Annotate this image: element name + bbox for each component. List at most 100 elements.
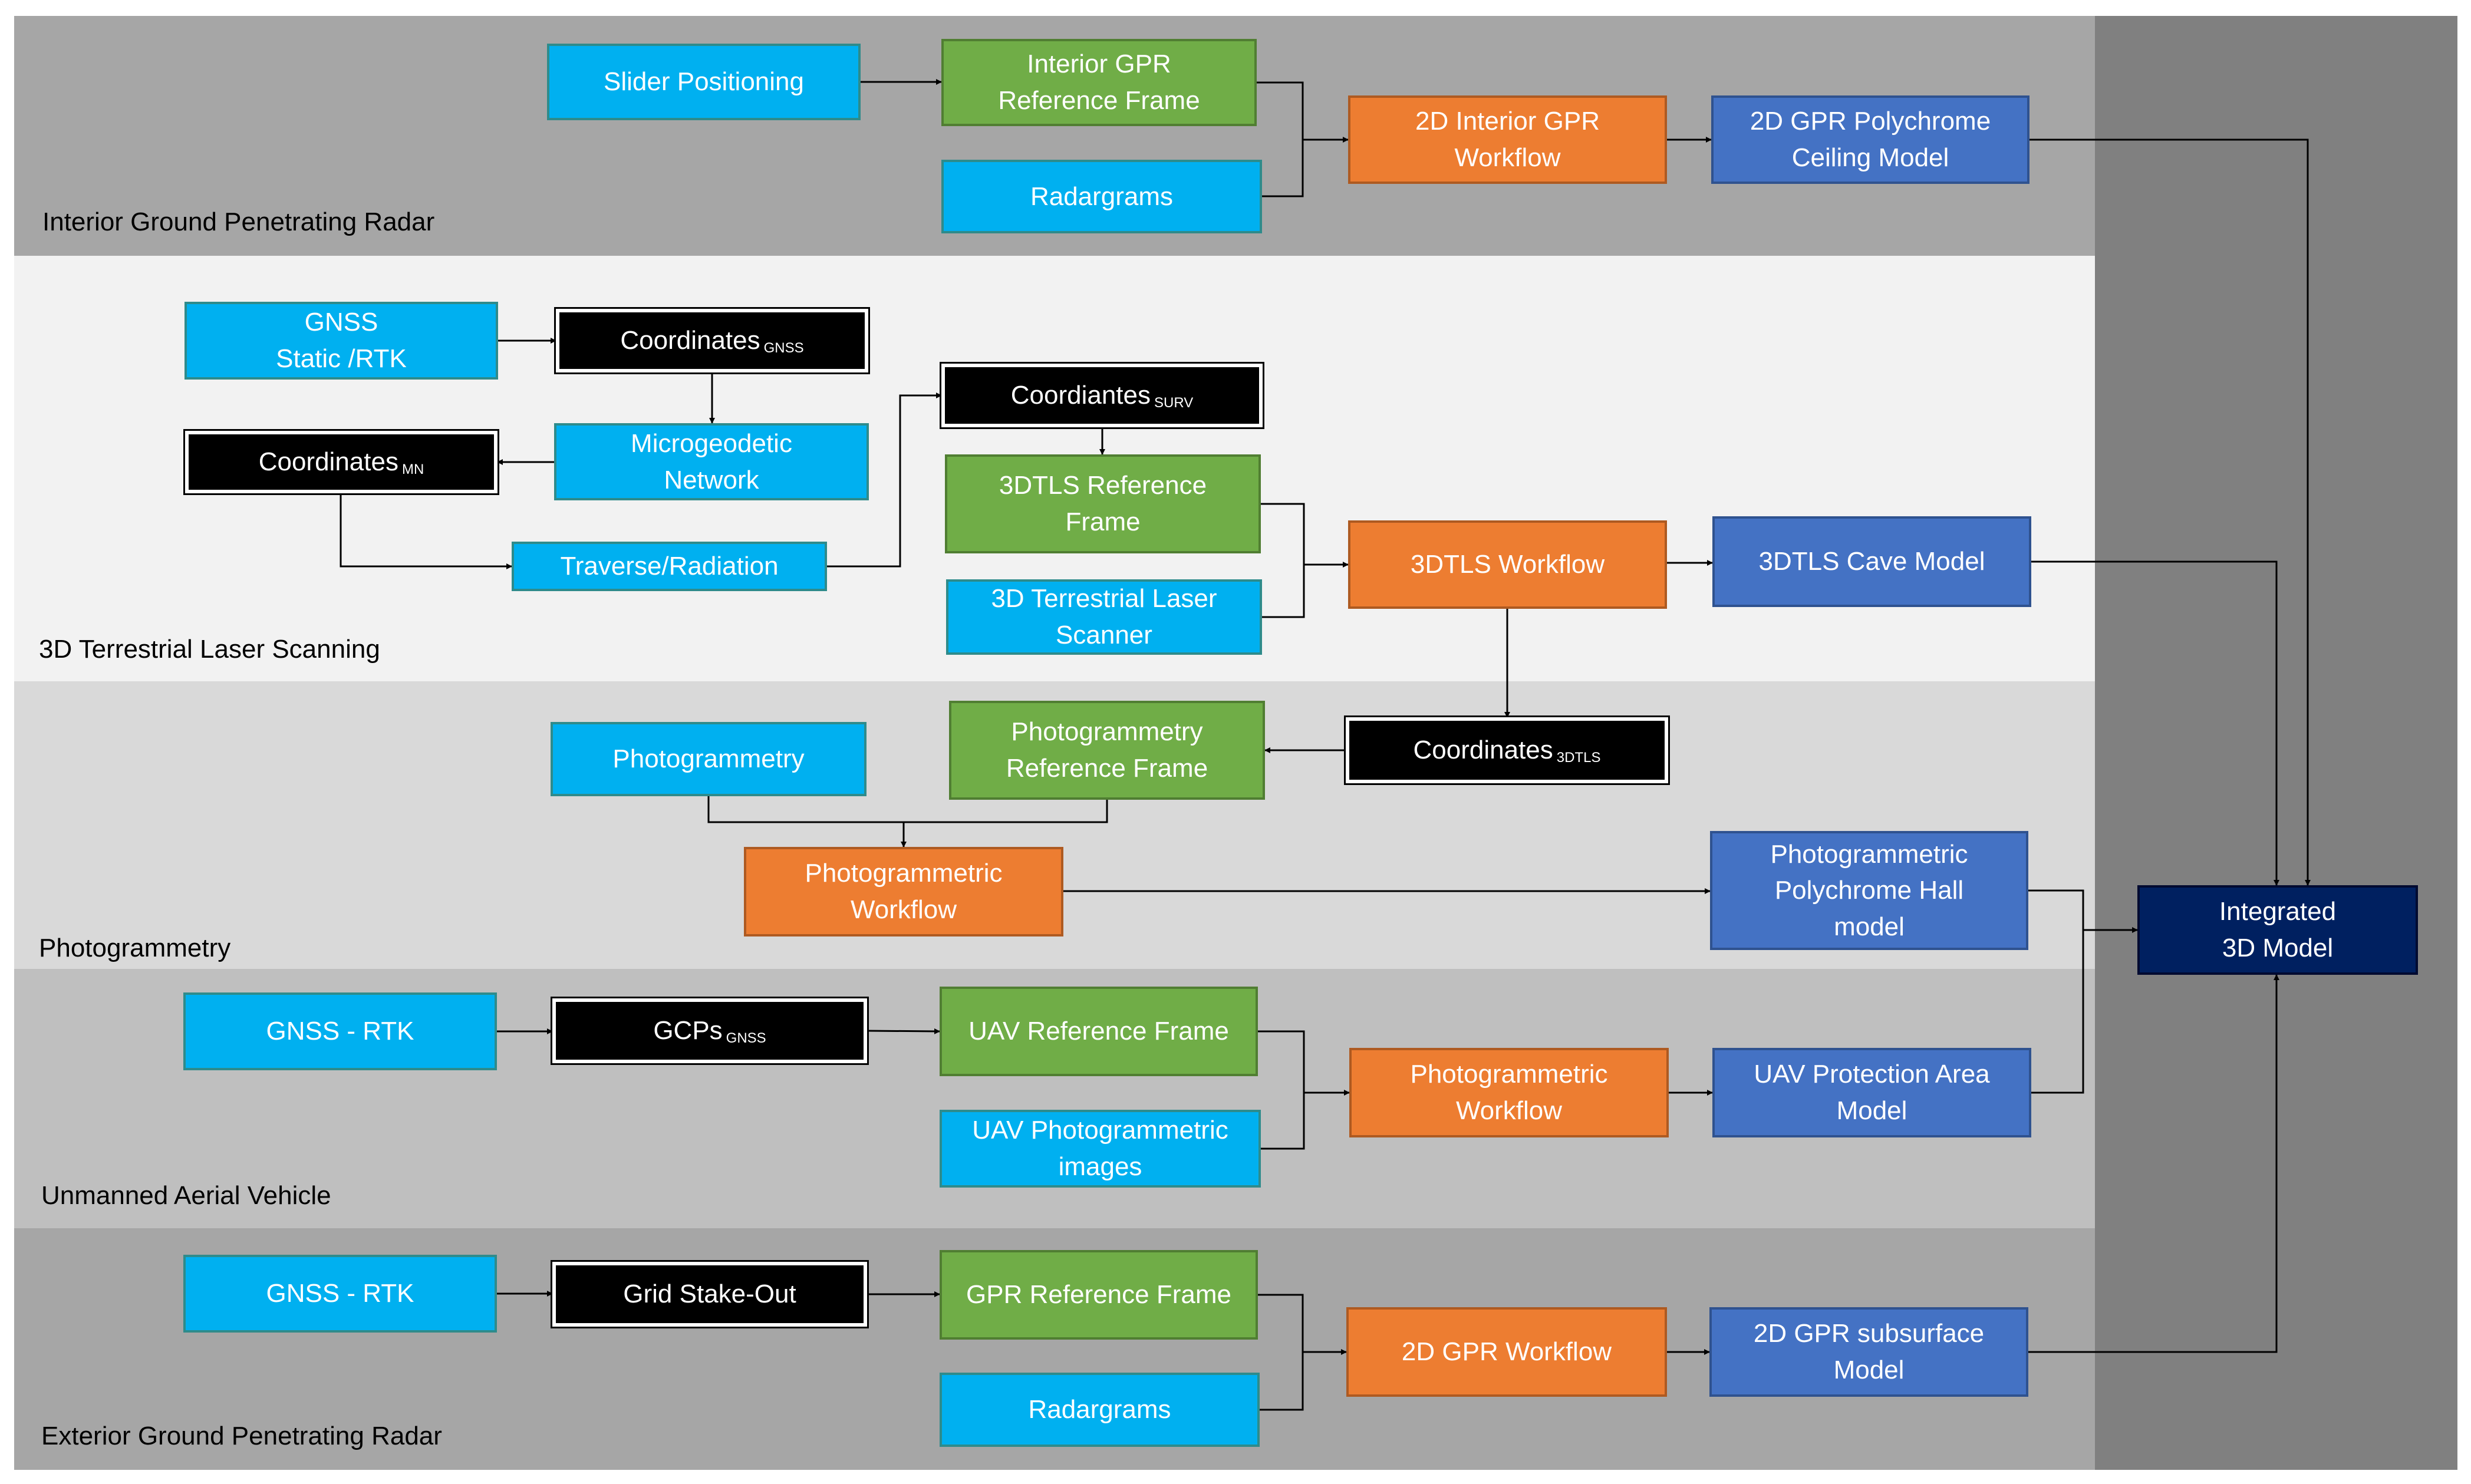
edge-tls_cave_model-to-integrated_model (2031, 560, 2279, 886)
edge-tls_scanner-to-tls_workflow (1262, 565, 1305, 618)
node-label-line: Radargrams (1030, 182, 1174, 211)
edge-gpr_ref-to-gpr_workflow (1258, 1294, 1347, 1355)
node-uav-photogrammetric-images: UAV Photogrammetric images (940, 1110, 1261, 1188)
node-label-line: Photogrammetric (1770, 839, 1968, 869)
node-traverse-radiation: Traverse/Radiation (512, 542, 827, 591)
node-label-text: Coordinates (258, 447, 398, 477)
edge-uav_images-to-uav_workflow (1261, 1093, 1305, 1150)
node-radargrams-exterior: Radargrams (940, 1373, 1260, 1447)
band-label-igpr: Interior Ground Penetrating Radar (42, 207, 435, 236)
node-label-line: Model (1836, 1096, 1907, 1125)
node-label-line: Reference Frame (1006, 754, 1208, 783)
node-grid-stake-out: Grid Stake-Out (551, 1260, 869, 1328)
node-label-line: Static /RTK (276, 344, 407, 373)
node-label-line: 3DTLS Workflow (1410, 550, 1605, 579)
node-2d-interior-gpr-workflow: 2D Interior GPR Workflow (1348, 95, 1667, 184)
node-label-line: 3DTLS Reference (999, 471, 1207, 500)
band-label-egpr: Exterior Ground Penetrating Radar (41, 1422, 442, 1450)
edge-interior_gpr_ref-to-wf_2d_interior_gpr (1257, 81, 1349, 143)
node-gnss-rtk-uav: GNSS - RTK (183, 992, 497, 1070)
node-label-line: Integrated (2219, 897, 2337, 926)
node-label-line: Frame (1065, 507, 1141, 536)
node-label-line: Reference Frame (998, 86, 1200, 115)
edge-uav_model-to-integrated_model (2031, 930, 2084, 1094)
node-label-line: UAV Protection Area (1754, 1060, 1990, 1089)
node-3dtls-cave-model: 3DTLS Cave Model (1712, 516, 2031, 607)
node-label-subscript: 3DTLS (1556, 750, 1601, 766)
edge-photogrammetry-to-photo_workflow (707, 796, 907, 847)
node-label-line: images (1058, 1152, 1142, 1181)
node-label-line: UAV Reference Frame (968, 1017, 1229, 1046)
node-label-line: 2D Interior GPR (1415, 107, 1600, 136)
band-label-tls: 3D Terrestrial Laser Scanning (39, 635, 380, 664)
node-gnss-static-rtk: GNSS Static /RTK (184, 302, 498, 380)
node-photogrammetry: Photogrammetry (551, 722, 867, 796)
node-label-subscript: GNSS (763, 340, 804, 357)
node-interior-gpr-reference-frame: Interior GPR Reference Frame (941, 39, 1257, 126)
node-label-line: Traverse/Radiation (560, 552, 779, 581)
node-label-line: GNSS (304, 308, 378, 337)
node-label-line: 3D Model (2222, 934, 2334, 962)
node-label-text: Coordiantes (1010, 381, 1151, 410)
node-label-line: Workflow (1455, 1096, 1563, 1125)
edge-traverse-to-coord_surv (827, 393, 942, 568)
node-label-line: Interior GPR (1027, 50, 1171, 79)
edge-photo_hall_model-to-integrated_model (2028, 889, 2138, 933)
node-label-line: Slider Positioning (604, 67, 804, 97)
node-label-line: Workflow (850, 895, 957, 924)
node-label-line: 3D Terrestrial Laser (991, 584, 1217, 614)
node-label-line: GNSS - RTK (266, 1017, 414, 1046)
edge-photo_ref-to-photo_workflow (904, 800, 1108, 823)
node-label-line: 2D GPR subsurface (1753, 1319, 1985, 1348)
node-label-line: Model (1833, 1356, 1905, 1384)
node-label-line: Photogrammetry (1011, 717, 1203, 747)
node-label-line: Ceiling Model (1791, 143, 1949, 172)
node-label-line: Grid Stake-Out (623, 1279, 796, 1309)
node-label-line: Scanner (1056, 621, 1152, 649)
node-label-line: Workflow (1454, 143, 1561, 172)
edge-radargrams_bottom-to-gpr_workflow (1260, 1352, 1304, 1411)
node-label-line: GPR Reference Frame (966, 1280, 1231, 1310)
edge-coord_mn-to-traverse (340, 493, 512, 569)
band-label-photo: Photogrammetry (39, 934, 231, 962)
node-label-line: Photogrammetric (1410, 1060, 1608, 1089)
node-label-line: Network (664, 465, 759, 494)
node-label-line: 3DTLS Cave Model (1758, 547, 1985, 576)
node-label-line: model (1834, 912, 1905, 941)
node-label-line: Polychrome Hall (1774, 876, 1964, 905)
edge-gpr_ceiling_model-to-integrated_model (2029, 138, 2311, 886)
node-label-line: Radargrams (1028, 1395, 1171, 1424)
node-label-subscript: MN (401, 461, 424, 478)
edge-radargrams_top-to-wf_2d_interior_gpr (1262, 140, 1304, 197)
node-label-subscript: GNSS (726, 1030, 766, 1047)
node-label-line: GNSS - RTK (266, 1279, 414, 1308)
node-label-text: Coordinates (620, 326, 760, 355)
node-radargrams-interior: Radargrams (941, 160, 1262, 233)
node-3dtls-workflow: 3DTLS Workflow (1348, 520, 1667, 609)
node-label-text: Coordinates (1413, 736, 1553, 765)
node-label-subscript: SURV (1154, 395, 1194, 411)
band-label-uav: Unmanned Aerial Vehicle (41, 1181, 331, 1210)
node-label-line: Photogrammetric (805, 859, 1003, 888)
node-label-line: UAV Photogrammetric (972, 1116, 1228, 1145)
node-label-line: Photogrammetry (612, 744, 805, 774)
edge-uav_ref-to-uav_workflow (1258, 1030, 1350, 1096)
node-label-line: Microgeodetic (631, 428, 792, 458)
node-2d-gpr-workflow: 2D GPR Workflow (1346, 1307, 1667, 1397)
